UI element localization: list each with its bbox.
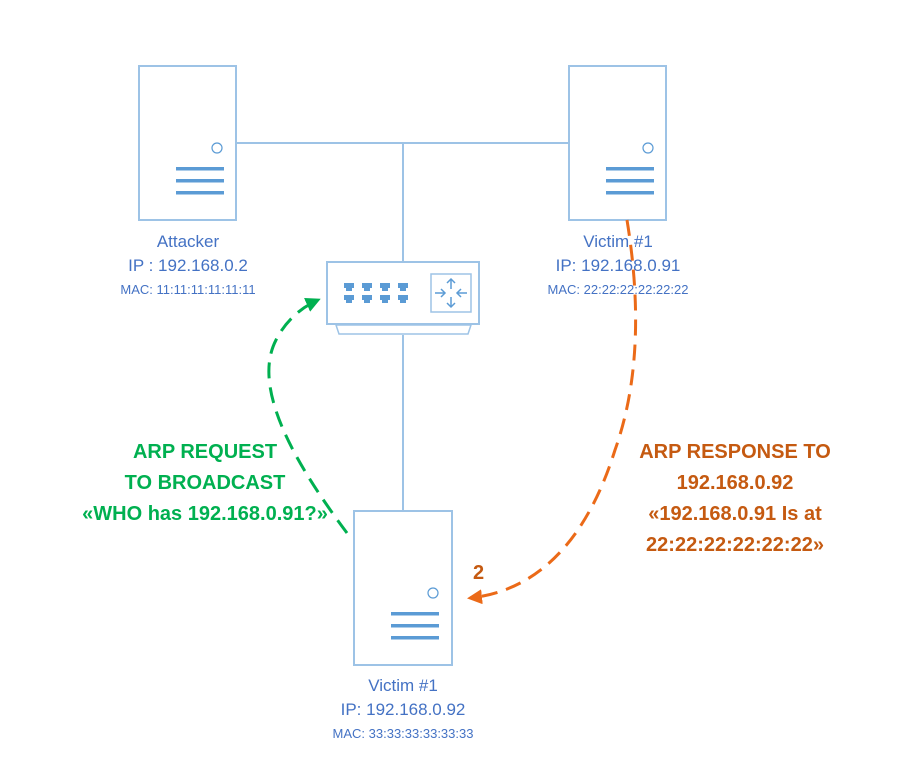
attacker-ip: IP : 192.168.0.2 (128, 256, 248, 275)
attacker-mac: MAC: 11:11:11:11:11:11 (120, 282, 256, 297)
router-arrows-icon (430, 273, 472, 313)
network-switch-icon[interactable] (326, 261, 480, 335)
arp-response-line-4: 22:22:22:22:22:22» (646, 534, 824, 556)
step-number: 2 (473, 562, 485, 584)
attacker-server-icon[interactable] (138, 65, 237, 221)
victim-top-server-icon[interactable] (568, 65, 667, 221)
victim-top-name: Victim #1 (583, 232, 653, 251)
victim-top-mac: MAC: 22:22:22:22:22:22 (547, 282, 689, 297)
attacker-label: Attacker IP : 192.168.0.2 MAC: 11:11:11:… (88, 230, 288, 302)
arp-response-line-2: 192.168.0.92 (676, 472, 794, 494)
victim-bottom-name: Victim #1 (368, 676, 438, 695)
victim-top-ip: IP: 192.168.0.91 (555, 256, 681, 275)
victim-bottom-ip: IP: 192.168.0.92 (340, 700, 466, 719)
arp-request-line-3: «WHO has 192.168.0.91?» (82, 503, 328, 525)
arp-response-line-3: «192.168.0.91 Is at (648, 503, 822, 525)
victim-bottom-mac: MAC: 33:33:33:33:33:33 (332, 726, 474, 741)
victim-bottom-server-icon[interactable] (353, 510, 453, 666)
arp-response-note: ARP RESPONSE TO 192.168.0.92 «192.168.0.… (605, 437, 865, 561)
victim-bottom-label: Victim #1 IP: 192.168.0.92 MAC: 33:33:33… (303, 674, 503, 746)
attacker-name: Attacker (156, 232, 220, 251)
switch-ports (344, 283, 408, 303)
victim-top-label: Victim #1 IP: 192.168.0.91 MAC: 22:22:22… (518, 230, 718, 302)
arp-request-arrow (267, 298, 349, 534)
network-links (237, 142, 569, 511)
arp-response-arrow (467, 219, 638, 605)
arp-request-note: ARP REQUEST TO BROADCAST «WHO has 192.16… (50, 437, 360, 530)
arp-response-line-1: ARP RESPONSE TO (639, 441, 831, 463)
arp-request-line-1: ARP REQUEST (132, 441, 278, 463)
arp-request-line-2: TO BROADCAST (124, 472, 286, 494)
